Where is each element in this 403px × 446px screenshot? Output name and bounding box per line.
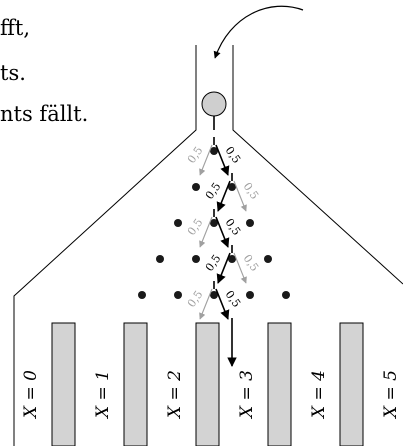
alt-path-arrow xyxy=(199,288,213,320)
path-arrow xyxy=(215,216,230,248)
bin-label: X = 2 xyxy=(165,370,185,420)
peg xyxy=(246,219,254,227)
bin-divider xyxy=(51,322,76,446)
feed-arrow xyxy=(213,5,304,59)
probability-label: 0,5 xyxy=(241,252,262,274)
peg xyxy=(174,219,182,227)
board-outline xyxy=(13,45,197,446)
path-arrow xyxy=(215,144,230,176)
probability-label: 0,5 xyxy=(185,144,206,166)
peg xyxy=(228,183,236,191)
peg xyxy=(282,291,290,299)
alt-path-arrow xyxy=(233,180,247,212)
caption-line-3: nts fällt. xyxy=(0,102,89,126)
peg xyxy=(156,255,164,263)
probability-label: 0,5 xyxy=(185,288,206,310)
peg xyxy=(192,183,200,191)
path-arrow xyxy=(216,180,231,212)
bin-label: X = 0 xyxy=(21,370,41,420)
bin-divider xyxy=(195,322,220,446)
board-outline-right xyxy=(232,45,403,285)
peg xyxy=(174,291,182,299)
peg xyxy=(192,255,200,263)
path-arrow xyxy=(215,288,230,320)
peg xyxy=(264,255,272,263)
probability-label: 0,5 xyxy=(223,288,244,310)
probability-label: 0,5 xyxy=(185,216,206,238)
caption-line-1: fft, xyxy=(0,16,31,40)
peg xyxy=(210,147,218,155)
peg xyxy=(246,291,254,299)
peg xyxy=(210,219,218,227)
probability-label: 0,5 xyxy=(223,216,244,238)
alt-path-arrow xyxy=(233,252,247,284)
probability-label: 0,5 xyxy=(203,252,224,274)
probability-label: 0,5 xyxy=(223,144,244,166)
bin-divider xyxy=(267,322,292,446)
bin-label: X = 1 xyxy=(93,370,113,420)
bin-label: X = 4 xyxy=(309,370,329,420)
bin-divider xyxy=(339,322,364,446)
path-arrow xyxy=(216,252,231,284)
probability-label: 0,5 xyxy=(241,180,262,202)
peg xyxy=(138,291,146,299)
bin-divider xyxy=(123,322,148,446)
peg xyxy=(228,255,236,263)
alt-path-arrow xyxy=(199,144,213,176)
peg xyxy=(210,291,218,299)
alt-path-arrow xyxy=(199,216,213,248)
caption-line-2: ts. xyxy=(0,61,26,85)
bin-label: X = 3 xyxy=(237,370,257,420)
ball xyxy=(201,91,227,117)
probability-label: 0,5 xyxy=(203,180,224,202)
bin-label: X = 5 xyxy=(381,370,401,420)
